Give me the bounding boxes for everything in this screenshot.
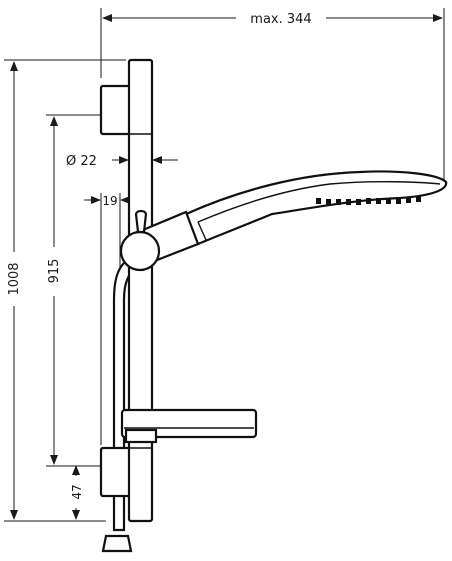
dimension-max-reach: max. 344: [100, 8, 445, 180]
dimension-bottom-offset: 47: [68, 465, 101, 520]
shower-holder-slider: [119, 209, 200, 272]
total-height-label: 1008: [7, 262, 22, 295]
max-reach-label: max. 344: [250, 12, 311, 27]
dimension-total-height: 1008: [4, 59, 126, 522]
bottom-offset-label: 47: [70, 484, 84, 499]
hand-shower: [184, 170, 448, 246]
shower-bar: [127, 58, 154, 523]
spray-nozzles: [316, 196, 421, 205]
hose-connector: [101, 534, 133, 553]
bar-diameter-label: Ø 22: [66, 154, 97, 169]
soap-dish: [120, 408, 258, 444]
dimension-bar-diameter: Ø 22: [66, 150, 178, 172]
offset-label: 19: [102, 194, 117, 208]
bar-height-label: 915: [47, 259, 62, 284]
